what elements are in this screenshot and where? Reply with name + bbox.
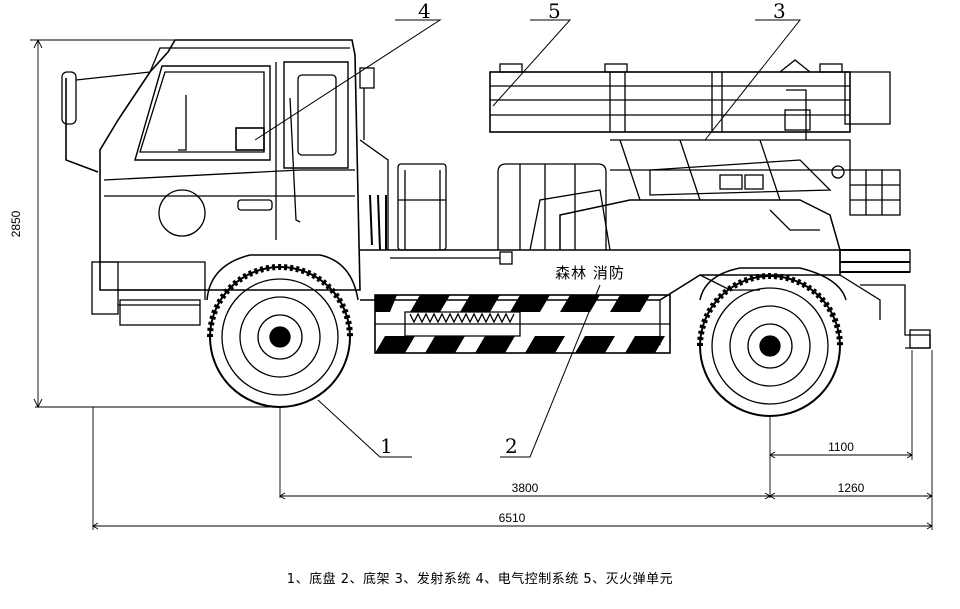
- front-wheel: [207, 264, 353, 408]
- callout-2: 2: [505, 434, 518, 458]
- hazard-stripes: [375, 295, 665, 353]
- rear-to-hitch-dimension-label: 1100: [828, 440, 854, 454]
- callout-4: 4: [418, 0, 431, 23]
- callout-1: 1: [380, 434, 393, 458]
- rear-fender: [699, 267, 847, 301]
- height-dimension-label: 2850: [9, 210, 23, 237]
- dimension-lines: [30, 38, 933, 530]
- rear-hitch: [839, 249, 931, 349]
- callout-3: 3: [773, 0, 786, 23]
- rear-overhang-dimension-label: 1260: [838, 481, 865, 495]
- overall-length-dimension-label: 6510: [499, 511, 526, 525]
- figure-caption: 1、底盘 2、底架 3、发射系统 4、电气控制系统 5、灭火弹单元: [286, 572, 674, 587]
- launch-system: [559, 139, 901, 251]
- rack-teeth: [409, 312, 515, 324]
- rack-housing: [404, 311, 521, 337]
- wheelbase-dimension-label: 3800: [512, 481, 539, 495]
- front-fender: [206, 254, 359, 301]
- vehicle-body-text: 森林 消防: [555, 264, 625, 282]
- platform-railings: [397, 163, 611, 251]
- cab: [61, 39, 389, 326]
- rear-wheel: [697, 273, 843, 417]
- leader-lines: [254, 19, 802, 458]
- fire-bomb-unit: [489, 59, 891, 140]
- callout-5: 5: [548, 0, 561, 23]
